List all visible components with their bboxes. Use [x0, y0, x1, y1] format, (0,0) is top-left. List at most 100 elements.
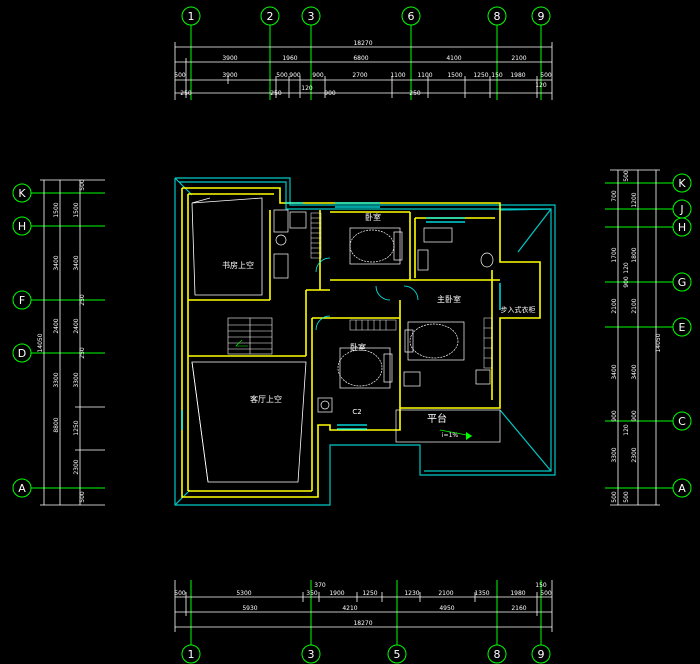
axis-label: J [679, 203, 683, 216]
bottom-dimension-texts: 500 5300 370 350 1900 1250 1230 2100 135… [174, 582, 552, 627]
axis-marker-bottom-5: 5 [387, 580, 407, 664]
axis-label: H [678, 221, 686, 234]
dim-text: 5300 [236, 590, 251, 597]
dim-text: 900 [312, 72, 324, 79]
bottom-dimensions [174, 580, 553, 632]
dim-text: 500 [79, 179, 86, 191]
dim-text: 150 [535, 582, 547, 589]
top-dimensions [174, 42, 553, 100]
dim-text: 3400 [611, 364, 618, 379]
dim-text: 120 [535, 82, 547, 89]
axis-label: 1 [188, 648, 195, 661]
room-label-bedroom-mid: 卧室 [350, 342, 366, 352]
dim-text: 3300 [73, 372, 80, 387]
dim-text: 6800 [353, 55, 368, 62]
axis-label: 6 [408, 10, 415, 23]
dim-text: 1100 [390, 72, 405, 79]
dim-text: 2400 [73, 318, 80, 333]
axis-marker-left-H: H [12, 216, 105, 236]
dim-text: 1980 [510, 590, 525, 597]
bed-mid [317, 347, 393, 413]
bottom-axis-markers: 1 3 5 8 9 [181, 580, 551, 664]
dim-total-top: 18270 [353, 40, 372, 47]
dim-text: 120 [623, 424, 630, 436]
dim-total-right: 14050 [655, 333, 662, 352]
room-label-study-void: 书房上空 [222, 260, 254, 270]
dim-text: 1230 [404, 590, 419, 597]
room-label-terrace: 平台 [427, 412, 447, 425]
dim-text: 2100 [511, 55, 526, 62]
dim-text: 1800 [631, 247, 638, 262]
axis-label: 3 [308, 10, 315, 23]
dim-text: 1500 [53, 202, 60, 217]
axis-label: C [678, 415, 686, 428]
closet-hatching [310, 212, 493, 369]
dim-text: 900 [324, 90, 336, 97]
dim-text: 3400 [73, 255, 80, 270]
dim-text: 150 [491, 72, 503, 79]
dim-text: 500 [540, 72, 552, 79]
dim-text: 4100 [446, 55, 461, 62]
dim-text: 1350 [474, 590, 489, 597]
room-label-bedroom-top: 卧室 [365, 212, 381, 222]
dim-text: 500 [623, 170, 630, 182]
axis-marker-top-3: 3 [301, 6, 321, 100]
dim-text: 250 [270, 90, 282, 97]
dim-text: 3900 [222, 55, 237, 62]
axis-label: H [18, 220, 26, 233]
dim-text: 2300 [631, 447, 638, 462]
right-dimensions [610, 169, 660, 506]
axis-marker-bottom-3: 3 [301, 580, 321, 664]
bathroom-fixtures [273, 209, 494, 279]
axis-label: 2 [267, 10, 274, 23]
dim-text: 2100 [631, 298, 638, 313]
top-dimension-texts: 18270 3900 1960 6800 4100 2100 500 3900 … [174, 40, 552, 97]
dim-text: 8800 [53, 417, 60, 432]
terrace [395, 409, 501, 443]
bed-top [349, 227, 403, 265]
dim-text: 1250 [362, 590, 377, 597]
dim-text: 250 [79, 294, 86, 306]
dim-text: 3900 [222, 72, 237, 79]
dim-text: 5930 [242, 605, 257, 612]
dim-text: 250 [79, 347, 86, 359]
axis-label: K [18, 187, 26, 200]
axis-marker-top-6: 6 [401, 6, 421, 100]
axis-label: 9 [538, 648, 545, 661]
axis-marker-right-G: G [605, 272, 692, 292]
axis-label: K [678, 177, 686, 190]
dim-text: 2700 [352, 72, 367, 79]
axis-marker-right-K: K [605, 173, 692, 193]
right-dimension-texts: 14050 700 1700 2100 3400 900 3300 500 50… [611, 170, 662, 503]
axis-marker-bottom-1: 1 [181, 580, 201, 664]
axis-marker-right-C: C [605, 411, 692, 431]
right-axis-markers: K J H G E C A [605, 173, 692, 498]
dim-text: 4950 [439, 605, 454, 612]
left-dimensions [40, 179, 105, 506]
dim-text: 120 [623, 262, 630, 274]
dim-text: 1200 [631, 192, 638, 207]
dim-text: 1250 [73, 420, 80, 435]
window-tag-c2: C2 [352, 408, 361, 416]
dim-text: 3300 [53, 372, 60, 387]
dim-text: 4210 [342, 605, 357, 612]
room-labels: 书房上空 客厅上空 卧室 主卧室 步入式衣柜 卧室 C2 平台 i=1% [222, 212, 536, 439]
dim-text: 1960 [282, 55, 297, 62]
dim-text: 1900 [329, 590, 344, 597]
axis-marker-right-H: H [605, 217, 692, 237]
axis-marker-bottom-9: 9 [531, 580, 551, 664]
dim-text: 1980 [510, 72, 525, 79]
left-dimension-texts: 14050 1500 3400 2400 3300 8800 500 1500 … [37, 179, 86, 503]
void-outlines [191, 197, 307, 483]
axis-label: 3 [308, 648, 315, 661]
axis-marker-bottom-8: 8 [487, 580, 507, 664]
dim-text: 250 [409, 90, 421, 97]
windows [181, 202, 501, 430]
roof-outline [174, 177, 556, 506]
left-axis-markers: K H F D A [12, 183, 105, 498]
dim-text: 3400 [53, 255, 60, 270]
axis-label: D [18, 347, 26, 360]
dim-text: 2300 [73, 459, 80, 474]
dim-text: 3300 [611, 447, 618, 462]
